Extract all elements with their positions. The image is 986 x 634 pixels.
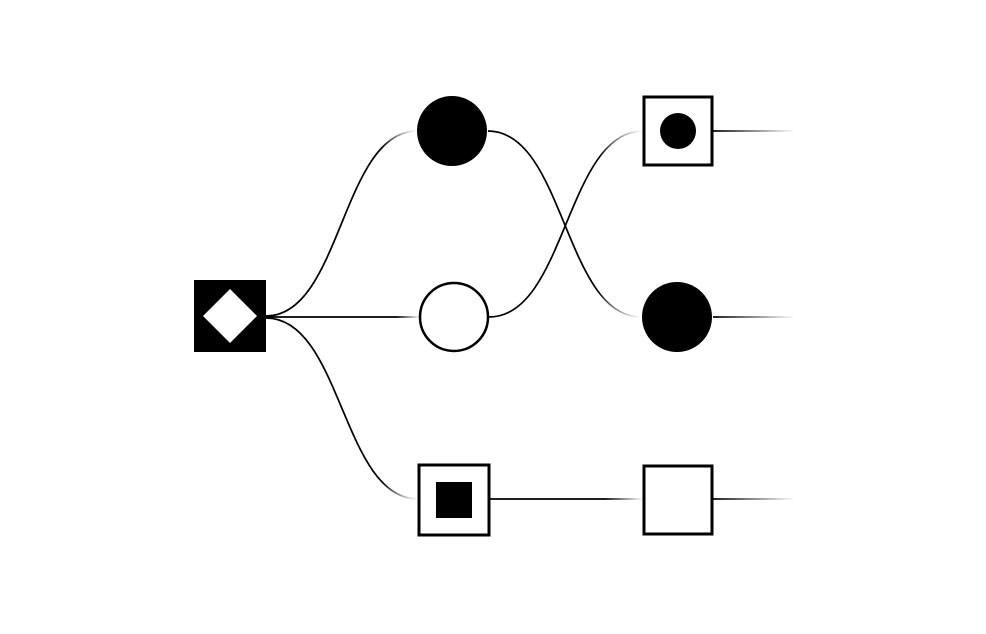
node-source-filled-square-with-diamond[interactable] <box>194 280 266 352</box>
node-right-bottom-empty-square-shape[interactable] <box>642 464 714 536</box>
node-right-bottom-empty-square[interactable] <box>642 464 714 536</box>
filled-square-icon <box>436 482 472 518</box>
edge-source-to-mid-bottom <box>265 317 419 500</box>
node-mid-center-empty-circle-shape[interactable] <box>418 281 490 353</box>
node-right-center-filled-circle-shape[interactable] <box>642 282 712 352</box>
edge-source-to-mid-top <box>265 130 418 317</box>
node-mid-top-filled-circle-shape[interactable] <box>417 96 487 166</box>
edge-mid-center-to-right-top <box>488 130 644 318</box>
node-mid-bottom-square-with-filled-square[interactable] <box>417 463 491 537</box>
filled-dot-icon <box>660 113 696 149</box>
node-right-top-square-with-dot[interactable] <box>642 95 714 167</box>
edge-mid-top-to-right-center <box>487 130 642 318</box>
node-mid-top-filled-circle[interactable] <box>417 96 487 166</box>
node-right-center-filled-circle[interactable] <box>642 282 712 352</box>
node-mid-center-empty-circle[interactable] <box>418 281 490 353</box>
white-diamond-icon <box>203 289 257 343</box>
